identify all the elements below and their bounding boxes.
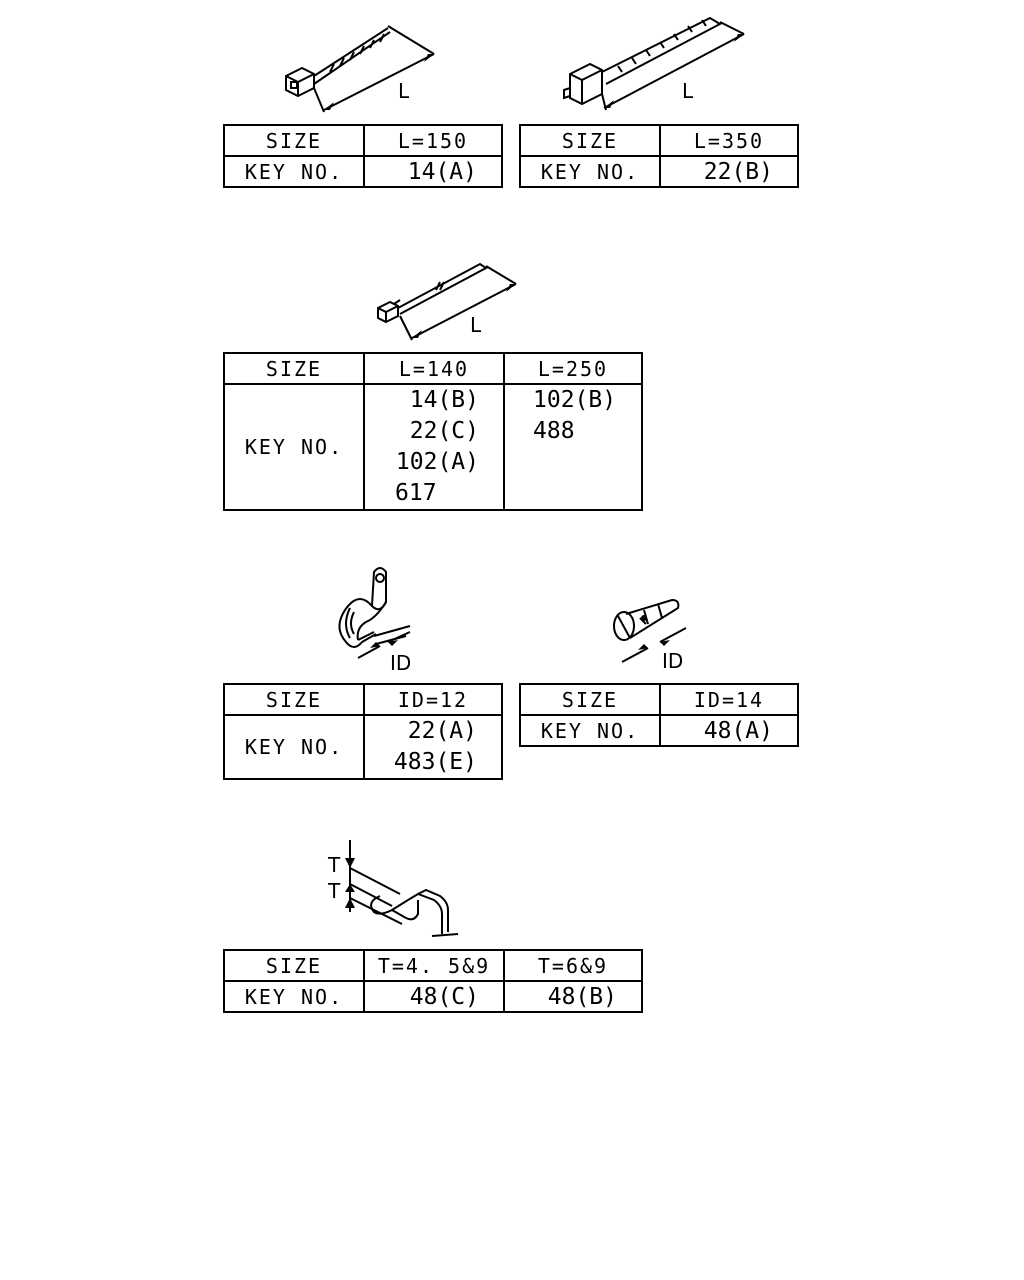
size-value: L=150: [363, 124, 503, 157]
dim-label-t: T: [327, 853, 341, 877]
key-value-1: 48(C): [363, 980, 505, 1013]
dim-label-l: L: [398, 79, 410, 103]
key-values: 22(A) 483(E): [363, 714, 503, 780]
dim-label-t: T: [327, 879, 341, 903]
key-no-label: KEY NO.: [223, 980, 365, 1013]
key-value: 22(B): [659, 155, 799, 188]
size-header: SIZE: [223, 683, 365, 716]
mounting-tie-drawing: L: [377, 262, 517, 341]
cable-tie-short-drawing: L: [285, 25, 435, 113]
size-header: SIZE: [519, 124, 661, 157]
key-value: 22(C): [409, 418, 479, 444]
key-value: 617: [395, 480, 437, 506]
size-value-2: T=6&9: [503, 949, 643, 982]
key-no-label: KEY NO.: [223, 383, 365, 511]
clip-id14-drawing: ID: [613, 598, 687, 673]
size-value-2: L=250: [503, 352, 643, 385]
size-header: SIZE: [223, 949, 365, 982]
spec-table-5: SIZE ID=14 KEY NO. 48(A): [519, 683, 799, 747]
size-value-1: L=140: [363, 352, 505, 385]
key-value-2: 48(B): [503, 980, 643, 1013]
key-values-col2: 102(B) 488: [503, 383, 643, 511]
dim-label-l: L: [470, 313, 482, 337]
key-value: 14(B): [409, 387, 479, 413]
clamp-id12-drawing: ID: [338, 567, 411, 675]
spec-table-6: SIZE T=4. 5&9 T=6&9 KEY NO. 48(C) 48(B): [223, 949, 643, 1013]
key-no-label: KEY NO.: [223, 714, 365, 780]
dim-label-id: ID: [662, 649, 683, 673]
dim-label-id: ID: [390, 651, 411, 675]
size-value-1: T=4. 5&9: [363, 949, 505, 982]
key-value: 48(A): [659, 714, 799, 747]
key-value: 488: [533, 418, 575, 444]
key-no-label: KEY NO.: [519, 155, 661, 188]
size-value: ID=14: [659, 683, 799, 716]
size-header: SIZE: [223, 352, 365, 385]
key-value: 483(E): [393, 749, 477, 775]
key-value: 14(A): [363, 155, 503, 188]
dim-label-l: L: [682, 79, 694, 103]
size-value: ID=12: [363, 683, 503, 716]
key-no-label: KEY NO.: [223, 155, 365, 188]
spec-table-4: SIZE ID=12 KEY NO. 22(A) 483(E): [223, 683, 503, 780]
spec-table-2: SIZE L=350 KEY NO. 22(B): [519, 124, 799, 188]
size-header: SIZE: [519, 683, 661, 716]
key-value: 22(A): [407, 718, 477, 744]
cable-tie-long-drawing: L: [563, 16, 745, 111]
size-header: SIZE: [223, 124, 365, 157]
size-value: L=350: [659, 124, 799, 157]
spec-table-1: SIZE L=150 KEY NO. 14(A): [223, 124, 503, 188]
key-value: 102(A): [395, 449, 479, 475]
key-value: 102(B): [533, 387, 617, 413]
spec-table-3: SIZE L=140 L=250 KEY NO. 14(B) 22(C) 102…: [223, 352, 643, 511]
key-no-label: KEY NO.: [519, 714, 661, 747]
key-values-col1: 14(B) 22(C) 102(A) 617: [363, 383, 505, 511]
edge-clip-drawing: T T: [327, 840, 459, 937]
